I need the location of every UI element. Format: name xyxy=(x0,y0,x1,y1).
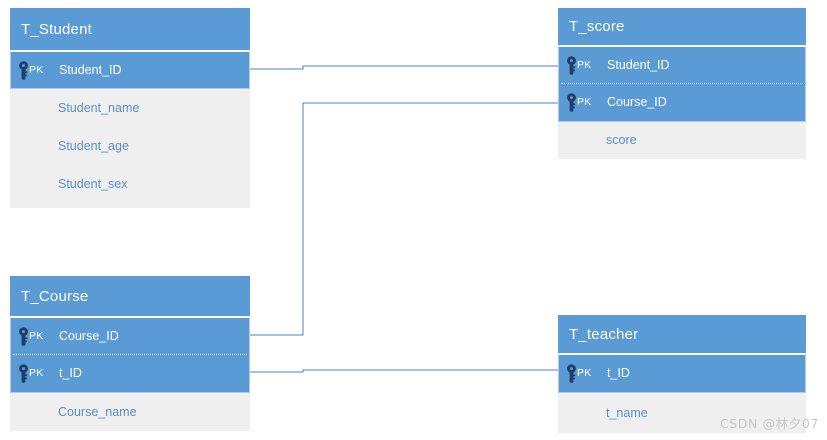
column-name: t_name xyxy=(606,405,648,420)
column-row-student-name[interactable]: Student_name xyxy=(10,89,250,127)
pk-badge: PK xyxy=(29,367,44,380)
column-row-course-name[interactable]: Course_name xyxy=(10,393,250,431)
attribute-section-t-course: Course_name xyxy=(10,393,250,431)
column-row-score-student-id[interactable]: PK Student_ID xyxy=(559,47,805,84)
connector-course-to-teacher xyxy=(250,369,558,373)
entity-t-student[interactable]: T_Student PK Student_ID Student xyxy=(10,8,250,208)
column-row-student-id[interactable]: PK Student_ID xyxy=(11,52,249,88)
key-cell: PK xyxy=(11,60,59,80)
pk-badge: PK xyxy=(29,330,44,343)
entity-title-t-teacher: T_teacher xyxy=(558,315,806,353)
column-name: Student_ID xyxy=(59,62,122,77)
attribute-section-t-score: score xyxy=(558,122,806,159)
primary-key-icon xyxy=(567,56,576,75)
csdn-watermark: CSDN @林夕07 xyxy=(719,416,819,431)
key-section-t-course: PK Course_ID PK t_ID xyxy=(10,316,250,393)
entity-t-course[interactable]: T_Course PK Course_ID xyxy=(10,276,250,431)
attribute-section-t-student: Student_name Student_age Student_sex xyxy=(10,89,250,208)
column-name: Student_ID xyxy=(607,58,670,73)
key-section-t-score: PK Student_ID PK Course_ID xyxy=(558,45,806,122)
column-row-teacher-name[interactable]: t_name xyxy=(558,393,806,433)
column-name: Course_ID xyxy=(607,95,667,110)
column-name: Course_ID xyxy=(59,329,119,344)
pk-badge: PK xyxy=(29,63,44,76)
attribute-section-t-teacher: t_name xyxy=(558,393,806,433)
column-row-student-age[interactable]: Student_age xyxy=(10,127,250,165)
primary-key-icon xyxy=(567,93,576,112)
key-cell: PK xyxy=(11,364,59,383)
connector-student-to-score xyxy=(250,65,558,70)
column-row-student-sex[interactable]: Student_sex xyxy=(10,165,250,203)
attribute-section-padding xyxy=(10,203,250,208)
entity-t-score[interactable]: T_score PK Student_ID xyxy=(558,8,806,159)
primary-key-icon xyxy=(567,364,576,383)
column-name: score xyxy=(606,133,637,148)
column-name: Course_name xyxy=(58,404,137,419)
primary-key-icon xyxy=(19,60,28,80)
pk-badge: PK xyxy=(577,367,592,380)
column-row-course-id[interactable]: PK Course_ID xyxy=(11,318,249,355)
key-cell: PK xyxy=(11,327,59,346)
key-section-t-teacher: PK t_ID xyxy=(558,353,806,393)
key-cell: PK xyxy=(559,364,607,383)
column-name: t_ID xyxy=(607,366,630,381)
column-name: t_ID xyxy=(59,366,82,381)
entity-title-t-score: T_score xyxy=(558,8,806,45)
column-row-teacher-t-id[interactable]: PK t_ID xyxy=(559,355,805,392)
key-section-t-student: PK Student_ID xyxy=(10,50,250,89)
column-row-score-value[interactable]: score xyxy=(558,122,806,159)
entity-title-t-student: T_Student xyxy=(10,8,250,50)
column-row-score-course-id[interactable]: PK Course_ID xyxy=(559,84,805,121)
column-name: Student_sex xyxy=(58,176,128,191)
primary-key-icon xyxy=(19,364,28,383)
entity-t-teacher[interactable]: T_teacher PK t_ID t_name xyxy=(558,315,806,433)
pk-badge: PK xyxy=(577,96,592,109)
pk-badge: PK xyxy=(577,59,592,72)
column-row-course-t-id[interactable]: PK t_ID xyxy=(11,355,249,392)
entity-title-t-course: T_Course xyxy=(10,276,250,316)
primary-key-icon xyxy=(19,327,28,346)
key-cell: PK xyxy=(559,56,607,75)
key-cell: PK xyxy=(559,93,607,112)
column-name: Student_name xyxy=(58,100,140,115)
connector-course-to-score xyxy=(250,102,558,336)
column-name: Student_age xyxy=(58,138,129,153)
